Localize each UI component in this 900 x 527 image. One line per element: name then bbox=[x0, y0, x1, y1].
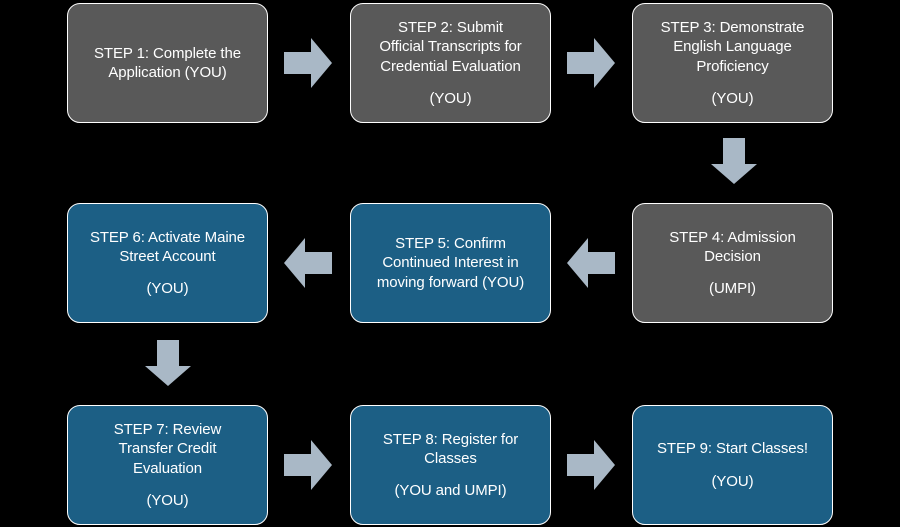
arrow-right-icon-step1-step2 bbox=[284, 38, 332, 88]
step-9-title: STEP 9: Start Classes! bbox=[657, 440, 808, 458]
step-box-5[interactable]: STEP 5: Confirm Continued Interest in mo… bbox=[350, 203, 551, 323]
step-7-actor: (YOU) bbox=[146, 491, 189, 509]
arrow-down-icon-step6-step7 bbox=[145, 340, 191, 386]
step-box-1[interactable]: STEP 1: Complete the Application (YOU) bbox=[67, 3, 268, 123]
step-8-actor: (YOU and UMPI) bbox=[394, 482, 507, 500]
step-box-7[interactable]: STEP 7: Review Transfer Credit Evaluatio… bbox=[67, 405, 268, 525]
step-5-title: STEP 5: Confirm Continued Interest in mo… bbox=[376, 235, 525, 291]
step-1-title: STEP 1: Complete the Application (YOU) bbox=[94, 44, 241, 81]
arrow-right-icon-step7-step8 bbox=[284, 440, 332, 490]
step-box-3[interactable]: STEP 3: Demonstrate English Language Pro… bbox=[632, 3, 833, 123]
step-4-title: STEP 4: Admission Decision bbox=[669, 228, 796, 265]
step-2-title: STEP 2: Submit Official Transcripts for … bbox=[379, 19, 522, 75]
arrow-right-icon-step8-step9 bbox=[567, 440, 615, 490]
step-2-actor: (YOU) bbox=[429, 89, 472, 107]
step-6-title: STEP 6: Activate Maine Street Account bbox=[89, 228, 246, 265]
step-box-8[interactable]: STEP 8: Register for Classes (YOU and UM… bbox=[350, 405, 551, 525]
arrow-down-icon-step3-step4 bbox=[711, 138, 757, 184]
step-3-title: STEP 3: Demonstrate English Language Pro… bbox=[660, 19, 805, 75]
step-box-9[interactable]: STEP 9: Start Classes! (YOU) bbox=[632, 405, 833, 525]
step-7-title: STEP 7: Review Transfer Credit Evaluatio… bbox=[113, 421, 222, 477]
step-9-actor: (YOU) bbox=[711, 472, 754, 490]
step-4-actor: (UMPI) bbox=[709, 280, 756, 298]
step-box-6[interactable]: STEP 6: Activate Maine Street Account (Y… bbox=[67, 203, 268, 323]
step-3-actor: (YOU) bbox=[711, 89, 754, 107]
arrow-left-icon-step5-step4 bbox=[567, 238, 615, 288]
arrow-right-icon-step2-step3 bbox=[567, 38, 615, 88]
step-6-actor: (YOU) bbox=[146, 280, 189, 298]
step-box-2[interactable]: STEP 2: Submit Official Transcripts for … bbox=[350, 3, 551, 123]
arrow-left-icon-step6-step5 bbox=[284, 238, 332, 288]
step-8-title: STEP 8: Register for Classes bbox=[382, 430, 519, 467]
step-box-4[interactable]: STEP 4: Admission Decision (UMPI) bbox=[632, 203, 833, 323]
